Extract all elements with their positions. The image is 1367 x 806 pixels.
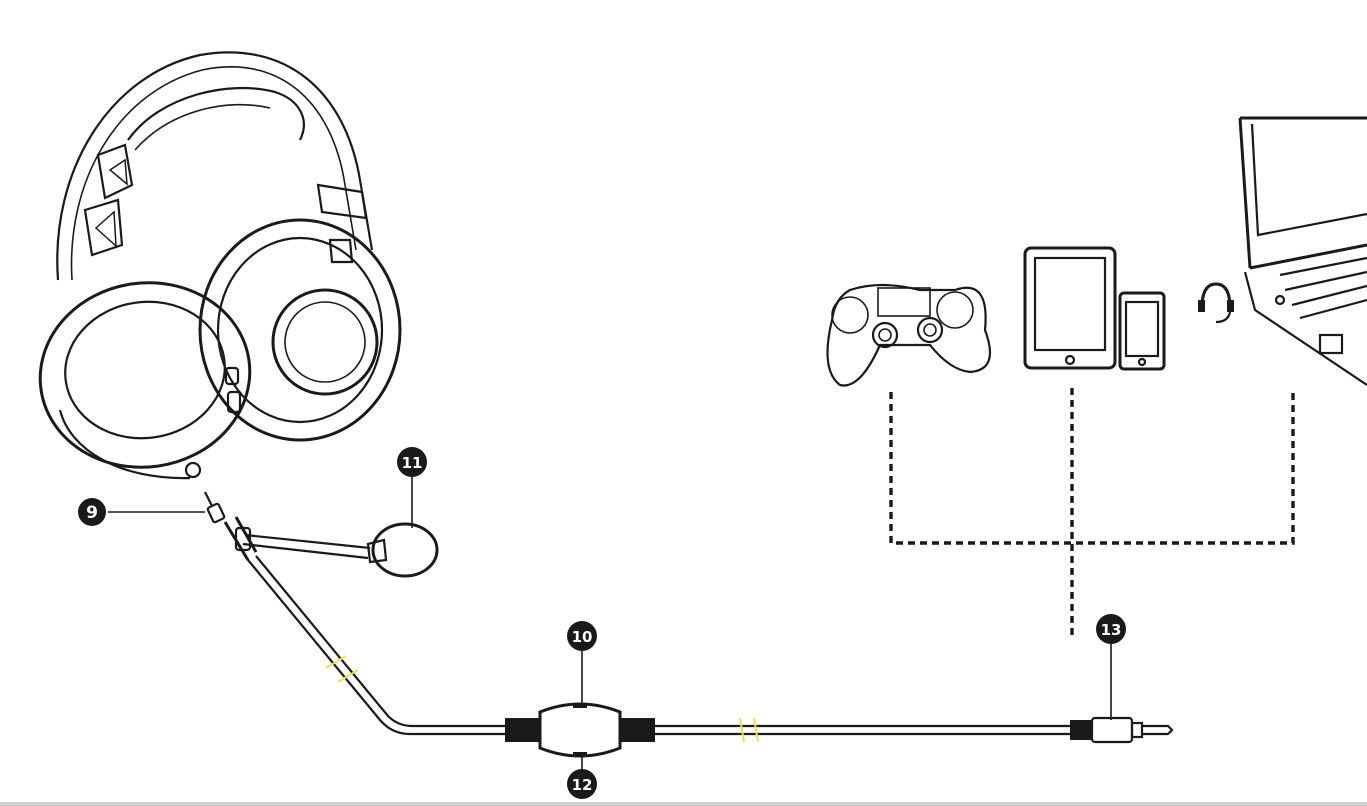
callout-9: 9 [78, 498, 106, 526]
connection-lines [889, 388, 1295, 640]
smartphone [1118, 291, 1166, 371]
game-controller [826, 283, 992, 387]
callout-number: 10 [572, 628, 593, 646]
callout-number: 11 [402, 454, 423, 472]
callout-number: 13 [1101, 621, 1122, 639]
device-cable [655, 716, 1174, 744]
headset-cable [204, 491, 505, 736]
headset-icon [1198, 282, 1234, 324]
callout-10: 10 [567, 621, 597, 651]
inline-control [505, 702, 655, 758]
callout-11: 11 [397, 447, 427, 477]
callout-12: 12 [567, 769, 597, 799]
laptop [1238, 116, 1367, 386]
cable-break-mark [325, 655, 359, 683]
bottom-edge-line [0, 802, 1367, 806]
boom-microphone [234, 522, 439, 578]
callout-number: 9 [86, 503, 98, 523]
callout-leaders [108, 476, 1112, 770]
cable-break-mark [739, 717, 759, 743]
tablet [1023, 246, 1117, 370]
callout-13: 13 [1096, 614, 1126, 644]
headset [38, 51, 402, 480]
callout-number: 12 [572, 776, 593, 794]
